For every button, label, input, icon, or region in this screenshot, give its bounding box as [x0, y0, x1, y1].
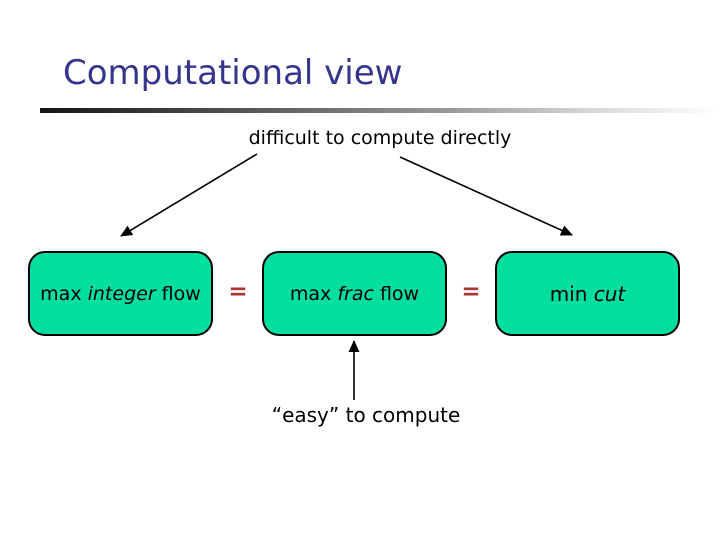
title-underline: [40, 108, 720, 113]
difficult-label: difficult to compute directly: [248, 127, 512, 149]
arrow-down-right-icon: [399, 156, 573, 236]
box-min-cut: min cut: [495, 251, 680, 336]
box-text-suffix: flow: [155, 282, 201, 305]
box-text-prefix: max: [289, 282, 338, 305]
box-text-prefix: min: [549, 281, 594, 306]
box-text-prefix: max: [40, 282, 88, 305]
easy-label: “easy” to compute: [271, 403, 461, 427]
box-max-integer-flow: max integer flow: [28, 251, 213, 336]
box-text-emphasis: integer: [87, 282, 156, 305]
equals-sign-1: =: [228, 279, 248, 305]
slide-title: Computational view: [63, 53, 403, 93]
box-max-frac-flow: max frac flow: [262, 251, 447, 336]
equals-sign-2: =: [461, 279, 481, 305]
box-text-emphasis: frac: [337, 282, 374, 305]
arrow-down-left-icon: [120, 153, 258, 237]
box-text-emphasis: cut: [593, 281, 626, 306]
box-text-suffix: flow: [373, 282, 420, 305]
